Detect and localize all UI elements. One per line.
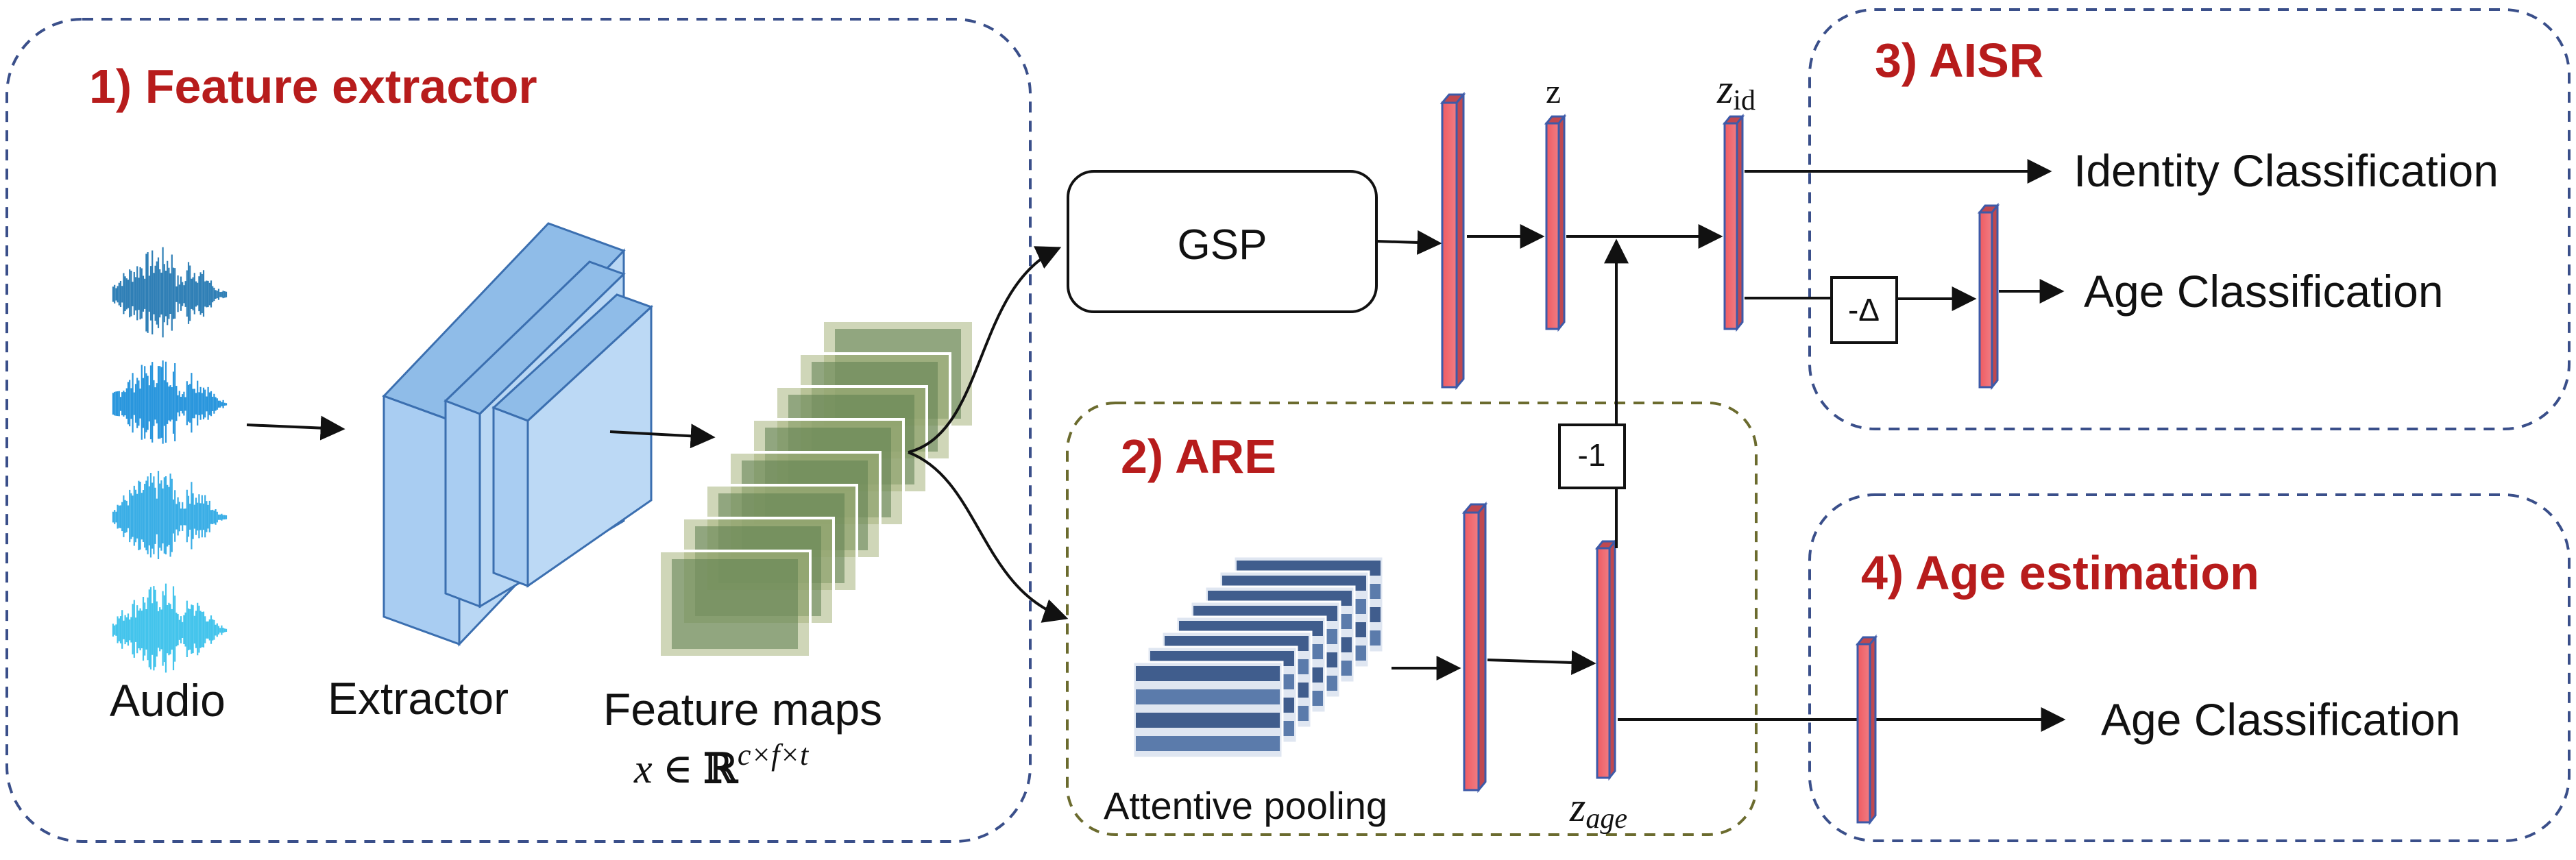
arrow-extractor-to-maps [609,423,716,449]
embedding-bar-are [1461,501,1488,794]
gsp-label: GSP [1178,221,1267,269]
embedding-bar-zid [1722,113,1745,332]
aisr-title: 3) AISR [1875,34,2043,87]
age-estimation-title: 4) Age estimation [1861,546,2259,600]
attentive-pooling-stack [1132,555,1385,759]
embedding-bar-z [1544,113,1567,332]
feature-maps-label: Feature maps [603,684,882,735]
age-estimation-panel [1808,493,2571,842]
minus-one-box [1558,423,1626,489]
minus-delta-label: -Δ [1848,292,1880,328]
are-title: 2) ARE [1121,430,1276,483]
extractor-label: Extractor [328,673,509,724]
waveform-1 [112,247,228,338]
attentive-pooling-label: Attentive pooling [1104,784,1387,827]
gradient-reversal-delta-box [1830,276,1898,344]
arrow-maps-to-gsp [908,246,1062,454]
minus-one-label: -1 [1578,437,1606,473]
embedding-bar-gsp [1439,91,1466,391]
zage-label: zage [1569,785,1627,835]
embedding-bar-zage [1594,538,1618,781]
feature-maps-formula: x ∈ ℝc×f×t [633,738,810,793]
embedding-bar-aisr-age [1977,202,2000,391]
z-label: z [1546,72,1561,110]
feature-maps-stack [658,319,975,659]
waveform-2 [112,360,228,444]
aisr-panel [1808,8,2571,430]
age-classification-est-label: Age Classification [2101,694,2461,745]
extractor-blocks [382,222,653,647]
arrow-audio-to-extractor [246,415,345,441]
audio-label: Audio [110,675,226,726]
embedding-bar-age-estimation [1855,634,1878,826]
feature-extractor-title: 1) Feature extractor [89,60,537,113]
waveform-3 [112,471,228,560]
identity-classification-label: Identity Classification [2074,145,2499,196]
waveform-4 [112,583,228,673]
zid-label: zid [1716,66,1755,116]
age-classification-aisr-label: Age Classification [2084,266,2444,317]
feature-extractor-panel [5,18,1032,843]
audio-waveforms [112,247,228,673]
are-panel [1066,402,1758,836]
arrow-gsp-to-bar [1376,230,1442,255]
arrow-arebar-to-zage [1487,650,1596,675]
arrow-maps-to-are [908,451,1069,623]
